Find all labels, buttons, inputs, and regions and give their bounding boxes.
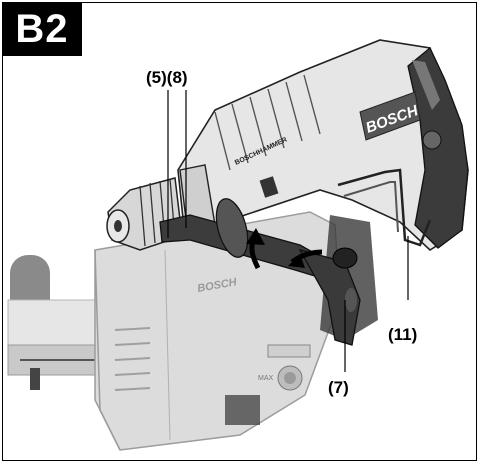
leader-lines [167,90,409,372]
svg-text:MAX: MAX [258,375,274,382]
depth-stop-wire [337,168,432,247]
figure-badge: B2 [2,2,82,56]
figure-frame [2,2,477,461]
callout-11: (11) [388,325,418,344]
rotation-arrows [246,228,323,270]
callout-5-8: (5)(8) [146,68,188,87]
callout-7: (7) [328,378,349,397]
dust-extraction-unit: MAX BOSCH [94,211,378,451]
